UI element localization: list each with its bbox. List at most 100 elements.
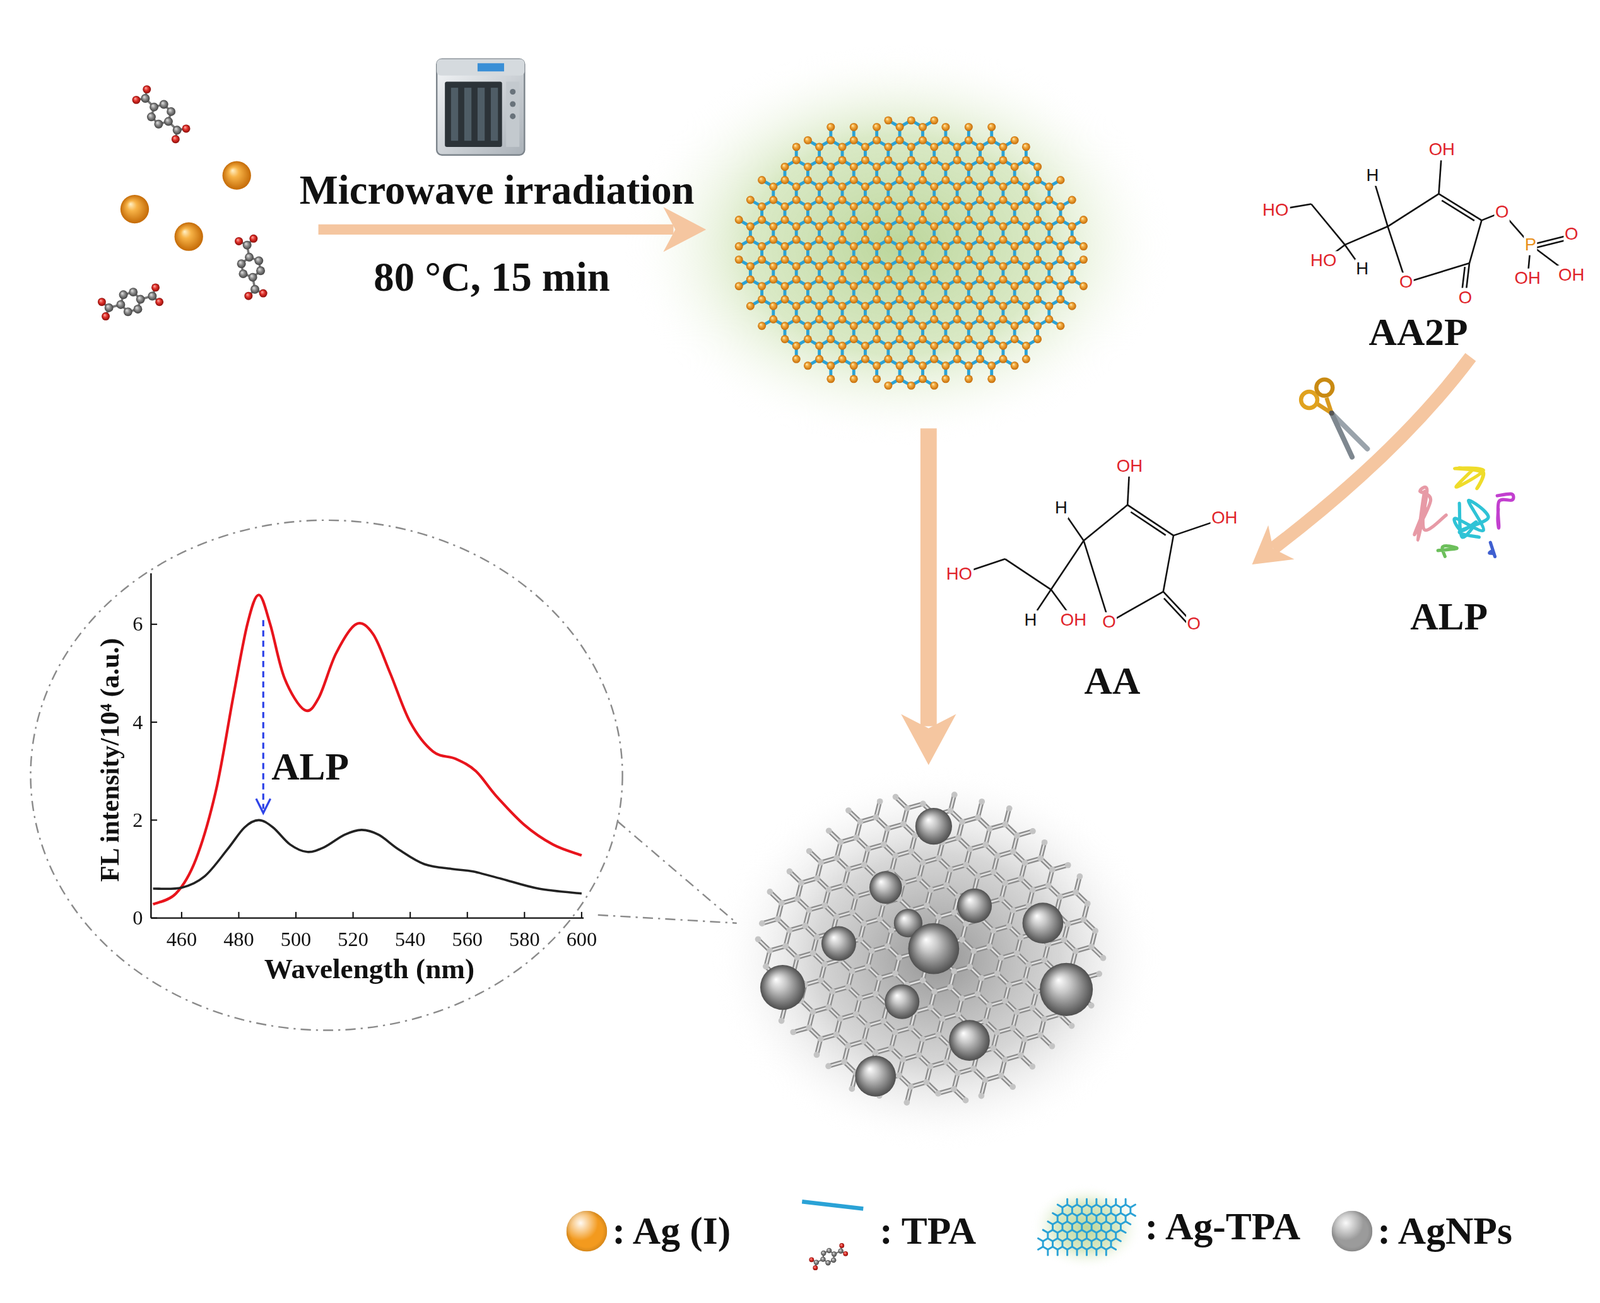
framework-atom	[849, 335, 859, 344]
framework-atom	[872, 202, 881, 211]
framework-atom	[987, 361, 996, 370]
y-axis	[150, 573, 152, 919]
framework-atom	[1068, 235, 1077, 245]
framework-atom	[735, 282, 744, 291]
framework-atom	[976, 222, 985, 231]
framework-atom	[1033, 255, 1042, 264]
framework-atom	[794, 895, 801, 903]
framework-atom	[941, 361, 950, 370]
framework-atom	[778, 900, 785, 907]
framework-atom	[1010, 136, 1019, 145]
framework-atom	[951, 791, 958, 799]
framework-atom	[970, 1066, 977, 1073]
framework-atom	[1010, 162, 1019, 171]
framework-atom	[864, 964, 872, 971]
framework-atom	[1079, 255, 1088, 264]
carbon-atom	[147, 292, 157, 301]
framework-atom	[838, 222, 847, 231]
framework-atom	[1088, 1002, 1095, 1009]
framework-atom	[927, 887, 934, 894]
framework-atom	[990, 868, 997, 876]
framework-atom	[918, 176, 927, 185]
framework-atom	[958, 936, 966, 944]
framework-atom	[907, 222, 916, 231]
framework-atom	[803, 282, 812, 291]
framework-atom	[833, 854, 840, 862]
framework-atom	[989, 1045, 997, 1052]
framework-atom	[998, 955, 1005, 962]
framework-atom	[883, 341, 893, 351]
framework-atom	[829, 988, 836, 995]
framework-atom	[1056, 894, 1064, 901]
framework-atom	[864, 1022, 872, 1030]
framework-atom	[849, 136, 859, 145]
framework-atom	[789, 1029, 797, 1036]
framework-atom	[1068, 1023, 1076, 1030]
oxygen-atom	[132, 95, 141, 105]
x-tick	[295, 912, 297, 919]
framework-atom	[895, 176, 905, 185]
framework-atom	[852, 1011, 860, 1018]
framework-atom	[826, 162, 835, 171]
framework-atom	[861, 302, 870, 311]
zoom-leader	[617, 821, 737, 924]
framework-atom	[964, 335, 973, 344]
framework-atom	[929, 315, 939, 324]
framework-atom	[781, 215, 790, 224]
framework-atom	[884, 943, 891, 951]
framework-atom	[755, 936, 762, 943]
framework-atom	[907, 1083, 915, 1091]
framework-atom	[757, 295, 766, 304]
framework-atom	[873, 814, 880, 821]
framework-atom	[892, 970, 899, 978]
framework-atom	[998, 275, 1007, 284]
framework-atom	[781, 282, 790, 291]
framework-atom	[803, 176, 812, 185]
framework-atom	[1022, 235, 1031, 245]
framework-atom	[1084, 900, 1091, 908]
framework-atom	[976, 182, 985, 192]
framework-atom	[1010, 176, 1019, 185]
framework-atom	[825, 827, 833, 835]
framework-atom	[849, 282, 859, 291]
x-tick	[237, 912, 240, 919]
oxygen-atom	[234, 237, 243, 246]
framework-atom	[1041, 1016, 1048, 1023]
framework-atom	[794, 954, 801, 961]
framework-atom	[947, 866, 954, 874]
framework-atom	[798, 880, 805, 887]
framework-atom	[803, 255, 812, 264]
framework-atom	[943, 1059, 950, 1066]
framework-atom	[781, 242, 790, 251]
framework-atom	[974, 814, 982, 821]
framework-atom	[900, 821, 907, 828]
framework-atom	[1029, 1005, 1036, 1012]
framework-atom	[821, 902, 828, 910]
framework-atom	[817, 1036, 824, 1043]
framework-atom	[1044, 275, 1053, 284]
framework-atom	[1044, 196, 1053, 205]
framework-atom	[974, 873, 982, 881]
framework-atom	[837, 839, 845, 846]
framework-atom	[766, 888, 773, 896]
framework-atom	[826, 123, 835, 132]
framework-atom	[1029, 828, 1036, 835]
framework-atom	[1041, 957, 1048, 965]
framework-atom	[1006, 805, 1013, 812]
framework-atom	[953, 182, 962, 192]
oxygen-atom	[839, 1243, 845, 1249]
framework-atom	[826, 335, 835, 344]
framework-atom	[982, 841, 989, 848]
framework-atom	[1044, 222, 1053, 231]
framework-atom	[929, 341, 939, 351]
framework-atom	[849, 909, 856, 917]
framework-atom	[856, 936, 864, 944]
framework-atom	[833, 914, 840, 921]
framework-atom	[1088, 943, 1095, 951]
framework-atom	[918, 255, 927, 264]
framework-atom	[1005, 982, 1012, 989]
oxygen-atom	[259, 289, 268, 298]
framework-atom	[929, 196, 939, 205]
framework-atom	[895, 955, 903, 962]
framework-atom	[941, 136, 950, 145]
